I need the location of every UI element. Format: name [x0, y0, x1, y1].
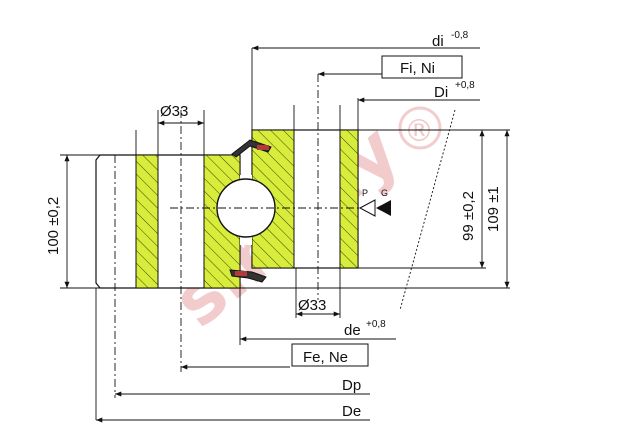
dimension-lines [64, 45, 510, 423]
height-outer-label: 100 ±0,2 [45, 197, 62, 255]
seals [229, 139, 272, 283]
g-triangle-icon [376, 200, 391, 216]
registered-mark: ® [404, 114, 434, 149]
de-tolerance: +0,8 [366, 319, 386, 330]
fi-ni-label: Fi, Ni [400, 60, 435, 77]
bottom-seal-red [235, 271, 247, 276]
fe-ne-label: Fe, Ne [303, 349, 348, 366]
p-marker-label: P [362, 188, 368, 198]
top-seal [231, 139, 272, 158]
top-seal-red [257, 145, 269, 150]
pg-markers: P G [358, 188, 391, 217]
chamfer-dotted-line [399, 109, 456, 311]
Di-tolerance: +0,8 [455, 80, 475, 91]
bore-bottom-label: Ø33 [298, 297, 326, 314]
g-marker-label: G [381, 188, 388, 198]
bore-top-label: Ø33 [160, 103, 188, 120]
height-inner-label: 99 ±0,2 [460, 191, 477, 241]
height-total-label: 109 ±1 [485, 186, 502, 232]
outer-ring-hatch-left [135, 154, 159, 289]
dp-label: Dp [342, 377, 361, 394]
outer-ring-section [95, 154, 241, 289]
p-triangle-icon [358, 199, 376, 217]
ball-raceway [216, 175, 276, 245]
fi-ni-box [381, 55, 463, 79]
di-tolerance: -0,8 [451, 30, 469, 41]
Di-label: Di [434, 84, 448, 101]
inner-ring-hatch-right [339, 129, 359, 269]
registered-mark-circle [398, 106, 442, 150]
De-label: De [342, 403, 361, 420]
de-label: de [344, 322, 361, 339]
center-lines [114, 74, 392, 398]
di-label: di [432, 33, 444, 50]
fe-ne-box [291, 343, 369, 367]
